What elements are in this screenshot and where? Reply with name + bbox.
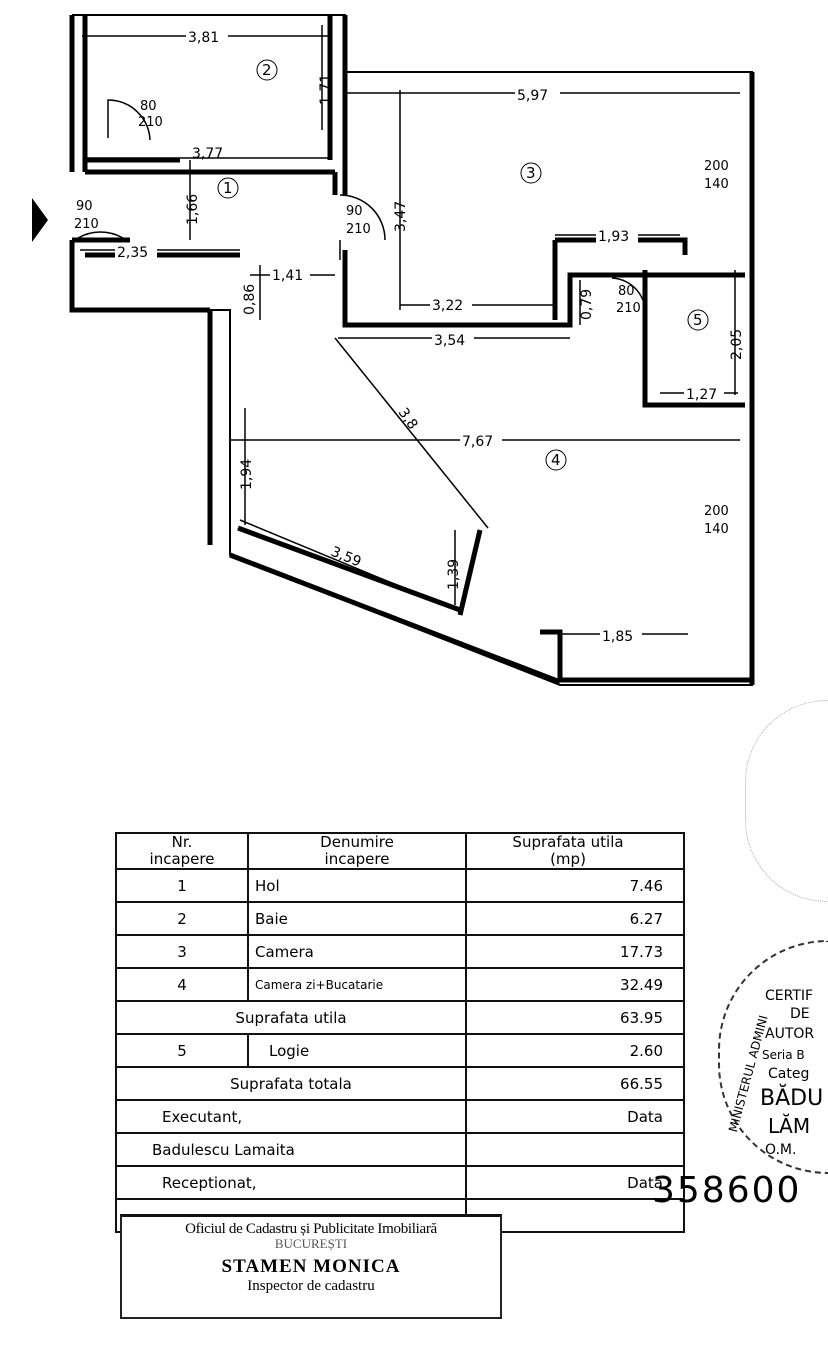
cell-area: 6.27: [465, 901, 685, 936]
floor-plan: 2 1 3 4 5 3,81 1,71 3,77 1,66 5,97 3,47 …: [69, 14, 755, 686]
executant-name: Badulescu Lamaita: [115, 1132, 467, 1167]
cell-name: Camera zi+Bucatarie: [247, 967, 467, 1002]
room-number-5: 5: [693, 311, 703, 329]
executant-date: Data: [465, 1099, 685, 1134]
ministry-seal: MINISTERUL ADMINI CERTIF DE AUTOR Seria …: [718, 940, 828, 1174]
dim-label: 1,93: [598, 229, 629, 245]
cell-area: 7.46: [465, 868, 685, 903]
room-number-1: 1: [223, 179, 233, 197]
seal-text: CERTIF: [765, 988, 814, 1004]
cell-name: Hol: [247, 868, 467, 903]
cell-nr: 5: [115, 1033, 249, 1068]
door-height: 210: [346, 222, 371, 237]
dim-label: 5,97: [517, 88, 548, 104]
seal-text: MINISTERUL ADMINI: [726, 1013, 771, 1134]
cell-name: Logie: [247, 1033, 467, 1068]
room-number-2: 2: [262, 61, 272, 79]
dim-label: 1,41: [272, 268, 303, 284]
seal-text: Seria B: [762, 1048, 805, 1062]
cell-nr: 1: [115, 868, 249, 903]
subtotal-value: 63.95: [465, 1000, 685, 1035]
dim-label: 1,39: [446, 559, 462, 590]
subtotal-label: Suprafata utila: [115, 1000, 467, 1035]
window-height: 140: [704, 522, 729, 537]
document-number: 358600: [652, 1170, 802, 1211]
dim-label: 2,35: [117, 245, 148, 261]
dim-label: 3,47: [393, 201, 409, 232]
room-table: Nr. incapere Denumire incapere Suprafata…: [115, 832, 685, 1233]
door-width: 80: [140, 99, 157, 114]
dim-label: 1,71: [318, 74, 334, 105]
door-width: 90: [76, 199, 93, 214]
room-labels: 2 1 3 4 5: [217, 59, 709, 471]
receptionat-label: Receptionat,: [115, 1165, 467, 1200]
cadastre-stamp: Oficiul de Cadastru și Publicitate Imobi…: [120, 1214, 502, 1319]
seal-text: O.M.: [765, 1142, 797, 1158]
receptionat-row: Receptionat,Data: [115, 1165, 685, 1200]
dimension-lines: [77, 25, 740, 635]
receptionat-date: Data: [465, 1165, 685, 1200]
executant-row: Executant,Data: [115, 1099, 685, 1134]
dim-label: 1,94: [239, 459, 255, 490]
seal-text: LĂM: [768, 1114, 811, 1138]
cell-name: Baie: [247, 901, 467, 936]
window-width: 200: [704, 504, 729, 519]
executant-label: Executant,: [115, 1099, 467, 1134]
stamp-office: Oficiul de Cadastru și Publicitate Imobi…: [185, 1221, 437, 1237]
window-width: 200: [704, 159, 729, 174]
marker-arrow: [32, 198, 48, 242]
door-width: 90: [346, 204, 363, 219]
dim-label: 1,66: [185, 194, 201, 225]
total-value: 66.55: [465, 1066, 685, 1101]
door-height: 210: [74, 217, 99, 232]
cell-name: Camera: [247, 934, 467, 969]
window-height: 140: [704, 177, 729, 192]
cell-nr: 2: [115, 901, 249, 936]
door-height: 210: [138, 115, 163, 130]
cell-area: 2.60: [465, 1033, 685, 1068]
dim-label: 2,05: [729, 329, 745, 360]
dim-label: 0,79: [579, 289, 595, 320]
door-width: 80: [618, 284, 635, 299]
dim-label: 3,77: [192, 146, 223, 162]
dim-label: 3,8: [395, 405, 421, 432]
total-label: Suprafata totala: [115, 1066, 467, 1101]
dim-label: 0,86: [242, 284, 258, 315]
cell-area: 17.73: [465, 934, 685, 969]
executant-name-row: Badulescu Lamaita: [115, 1132, 685, 1167]
header-area: Suprafata utila (mp): [465, 832, 685, 870]
seal-text: DE: [790, 1006, 810, 1022]
seal-text: AUTOR: [765, 1026, 815, 1042]
door-height: 210: [616, 301, 641, 316]
stamp-name: STAMEN MONICA: [221, 1256, 401, 1277]
dim-label: 7,67: [462, 434, 493, 450]
seal-text: Categ: [768, 1066, 810, 1082]
dim-label: 1,85: [602, 629, 633, 645]
header-nr: Nr. incapere: [115, 832, 249, 870]
room-number-4: 4: [551, 451, 561, 469]
walls: [69, 14, 755, 686]
stamp-city: BUCUREȘTI: [274, 1236, 348, 1251]
stamp-role: Inspector de cadastru: [247, 1278, 375, 1294]
cell-area: 32.49: [465, 967, 685, 1002]
header-name: Denumire incapere: [247, 832, 467, 870]
dim-label: 3,81: [188, 30, 219, 46]
dim-label: 3,22: [432, 298, 463, 314]
seal-text: BĂDU: [760, 1086, 824, 1111]
dim-label: 3,54: [434, 333, 465, 349]
dim-label: 1,27: [686, 387, 717, 403]
dimension-labels: 3,81 1,71 3,77 1,66 5,97 3,47 1,93 3,22 …: [115, 28, 745, 645]
cell-nr: 4: [115, 967, 249, 1002]
room-number-3: 3: [526, 164, 536, 182]
cell-nr: 3: [115, 934, 249, 969]
faded-seal: [745, 700, 827, 902]
